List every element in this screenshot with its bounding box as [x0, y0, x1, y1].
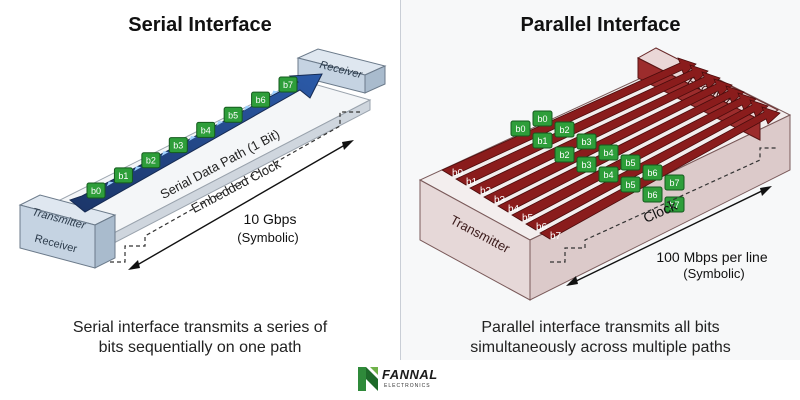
serial-chevron — [106, 181, 114, 187]
parallel-bit-1: b0 — [532, 110, 553, 127]
serial-chevron — [161, 151, 169, 157]
parallel-line-label: b7 — [550, 231, 562, 242]
parallel-line-label: b0 — [452, 168, 464, 179]
serial-bit-0: b0 — [86, 182, 106, 199]
parallel-bit-label: b7 — [669, 178, 679, 188]
parallel-line-4: b4 — [497, 85, 745, 215]
parallel-bit-2: b1 — [532, 132, 553, 149]
parallel-speed-label: 100 Mbps per line — [656, 249, 768, 265]
serial-chevron — [216, 120, 224, 126]
parallel-bit-11: b6 — [642, 164, 663, 181]
serial-caption-line1: Serial interface transmits a series of — [72, 319, 328, 336]
parallel-bit-13: b7 — [664, 174, 685, 191]
serial-bit-6: b6 — [251, 91, 271, 108]
parallel-bit-label: b0 — [515, 124, 525, 134]
serial-caption: Serial interface transmits a series of b… — [0, 318, 400, 358]
serial-title: Serial Interface — [128, 14, 272, 36]
serial-span-line — [131, 141, 351, 269]
brand-subtitle: ELECTRONICS — [384, 383, 431, 389]
parallel-span-arrow-right — [760, 186, 772, 196]
serial-bit-label: b5 — [228, 110, 238, 120]
serial-span-arrow-right — [342, 140, 354, 150]
panel-divider — [400, 0, 401, 360]
parallel-bit-label: b4 — [603, 170, 613, 180]
parallel-line-label: b1 — [466, 177, 478, 188]
parallel-line-label: b3 — [494, 195, 506, 206]
parallel-line-2: b2 — [469, 71, 721, 197]
serial-bit-label: b6 — [256, 95, 266, 105]
serial-bit-label: b2 — [146, 156, 156, 166]
serial-bit-label: b3 — [173, 141, 183, 151]
serial-bit-1: b1 — [113, 167, 133, 184]
fannal-logo-icon — [358, 367, 378, 391]
parallel-line-label: b2 — [480, 186, 492, 197]
footer — [0, 360, 800, 400]
parallel-bits-group: b0 b0 b1 b2 b2 b3 b3 b4 b4 b5 b5 b6 b6 b7 b7 — [510, 110, 685, 213]
serial-bit-label: b0 — [91, 186, 101, 196]
serial-diagram: Receiver Transmitter Receiver b0b1b2b3b4… — [18, 48, 387, 270]
parallel-span-arrow-left — [566, 276, 578, 286]
serial-receiver-side — [364, 65, 386, 94]
serial-bit-7: b7 — [278, 76, 298, 93]
parallel-line-label: b5 — [522, 213, 534, 224]
parallel-line-0: b0 — [441, 57, 697, 179]
parallel-clock-line — [550, 147, 778, 263]
parallel-line-3: b3 — [483, 78, 733, 206]
serial-transmitter-side — [94, 214, 116, 269]
serial-clock-line — [110, 111, 360, 263]
parallel-line-label: b4 — [508, 204, 520, 215]
parallel-bit-0: b0 — [510, 120, 531, 137]
serial-speed-note: (Symbolic) — [237, 230, 298, 245]
serial-span-arrow-left — [128, 260, 140, 270]
serial-bit-3: b3 — [168, 137, 188, 154]
serial-bit-label: b1 — [118, 171, 128, 181]
parallel-bit-4: b2 — [554, 146, 575, 163]
serial-chevron — [189, 136, 196, 141]
serial-chevron — [243, 105, 251, 111]
parallel-span-line — [569, 187, 769, 285]
serial-chevron — [271, 90, 279, 96]
brand-name: FANNAL — [382, 367, 438, 382]
parallel-bit-6: b3 — [576, 156, 597, 173]
parallel-base-side — [529, 114, 791, 301]
parallel-title: Parallel Interface — [520, 14, 681, 36]
parallel-bit-label: b5 — [625, 180, 635, 190]
parallel-bit-3: b2 — [554, 121, 575, 138]
parallel-caption-line2: simultaneously across multiple paths — [470, 339, 731, 356]
serial-caption-line2: bits sequentially on one path — [98, 339, 302, 356]
parallel-caption-line1: Parallel interface transmits all bits — [481, 319, 720, 336]
parallel-bit-label: b6 — [647, 190, 657, 200]
parallel-bit-label: b4 — [603, 148, 613, 158]
parallel-bit-label: b3 — [581, 160, 591, 170]
parallel-bit-10: b5 — [620, 176, 641, 193]
parallel-bit-label: b3 — [581, 137, 591, 147]
parallel-bit-label: b5 — [625, 158, 635, 168]
parallel-bit-9: b5 — [620, 154, 641, 171]
serial-bit-label: b4 — [201, 125, 211, 135]
parallel-bit-7: b4 — [598, 144, 619, 161]
parallel-bit-12: b6 — [642, 186, 663, 203]
serial-chevron — [134, 166, 142, 172]
parallel-caption: Parallel interface transmits all bits si… — [401, 318, 800, 358]
parallel-line-label: b6 — [536, 222, 548, 233]
serial-bit-2: b2 — [141, 152, 161, 169]
parallel-speed-note: (Symbolic) — [683, 266, 744, 281]
parallel-bit-label: b6 — [647, 168, 657, 178]
parallel-bit-label: b2 — [559, 125, 569, 135]
parallel-bit-label: b1 — [537, 136, 547, 146]
parallel-bit-label: b7 — [669, 200, 679, 210]
parallel-line-1: b1 — [455, 64, 709, 188]
parallel-bit-label: b0 — [537, 114, 547, 124]
parallel-bit-label: b2 — [559, 150, 569, 160]
parallel-bit-5: b3 — [576, 133, 597, 150]
parallel-bit-8: b4 — [598, 166, 619, 183]
serial-bits-group: b0 b1 b2 b3 b4 b5 b6 b7 — [86, 76, 298, 199]
serial-speed-label: 10 Gbps — [244, 211, 297, 227]
serial-bit-5: b5 — [223, 106, 243, 123]
serial-bit-4: b4 — [196, 121, 216, 138]
serial-bit-label: b7 — [283, 80, 293, 90]
